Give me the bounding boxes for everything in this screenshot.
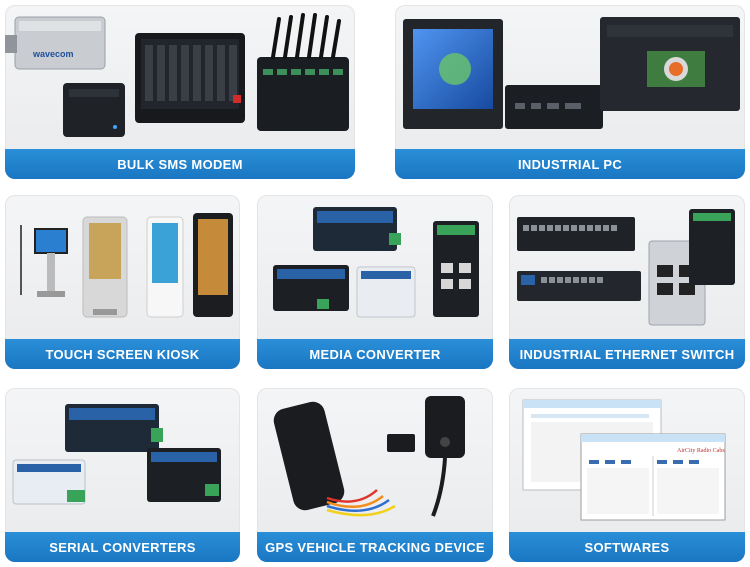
gps-vehicle-tracking-device-image (257, 388, 493, 532)
multiport-modem-box-icon (135, 33, 245, 123)
relay-icon (387, 434, 415, 452)
category-label: BULK SMS MODEM (5, 149, 355, 179)
category-label: SERIAL CONVERTERS (5, 532, 240, 562)
serial-converter-white-icon (12, 459, 86, 505)
software-screen-title: AirCity Radio Cabs (677, 448, 725, 454)
serial-converters-image (5, 388, 240, 532)
rack-switch-bottom-icon (517, 271, 641, 301)
din-switch-black-icon (689, 209, 735, 285)
category-label: TOUCH SCREEN KIOSK (5, 339, 240, 369)
gold-kiosk-icon (82, 216, 128, 318)
white-kiosk-icon (146, 216, 184, 318)
wire-harness-icon (326, 489, 396, 517)
product-card-industrial-ethernet-switch[interactable]: INDUSTRIAL ETHERNET SWITCH (509, 195, 745, 369)
product-card-media-converter[interactable]: MEDIA CONVERTER (257, 195, 493, 369)
gps-tracker-large-icon (273, 401, 345, 511)
media-converter-image (257, 195, 493, 339)
black-kiosk-icon (193, 213, 233, 317)
industrial-ethernet-switch-image (509, 195, 745, 339)
product-card-gps-vehicle-tracking-device[interactable]: GPS VEHICLE TRACKING DEVICE (257, 388, 493, 562)
gps-tracker-small-icon (425, 396, 465, 517)
category-label: GPS VEHICLE TRACKING DEVICE (257, 532, 493, 562)
software-window-front-icon: AirCity Radio Cabs (580, 433, 726, 521)
category-label: SOFTWARES (509, 532, 745, 562)
industrial-pc-image (395, 5, 745, 149)
silver-modem-icon: wavecom (5, 16, 106, 70)
modem-brand-text: wavecom (32, 49, 74, 59)
serial-converter-blue-top-icon (65, 404, 163, 452)
serial-converter-black-icon (147, 448, 221, 502)
product-card-softwares[interactable]: AirCity Radio Cabs SOFTWARES (509, 388, 745, 562)
rack-switch-top-icon (517, 217, 635, 251)
product-card-touch-screen-kiosk[interactable]: TOUCH SCREEN KIOSK (5, 195, 240, 369)
product-card-industrial-pc[interactable]: INDUSTRIAL PC (395, 5, 745, 179)
media-converter-white-icon (356, 266, 416, 318)
antenna-modem-icon (257, 13, 349, 131)
category-label: INDUSTRIAL ETHERNET SWITCH (509, 339, 745, 369)
small-kiosk-icon (20, 225, 68, 297)
rack-pc-icon (600, 17, 740, 111)
media-converter-blue-icon (313, 207, 401, 251)
black-modem-icon (63, 83, 125, 137)
product-card-serial-converters[interactable]: SERIAL CONVERTERS (5, 388, 240, 562)
touch-screen-kiosk-image (5, 195, 240, 339)
product-card-bulk-sms-modem[interactable]: wavecom (5, 5, 355, 179)
din-rail-converter-icon (433, 221, 479, 317)
panel-pc-icon (403, 19, 503, 129)
category-label: INDUSTRIAL PC (395, 149, 745, 179)
bulk-sms-modem-image: wavecom (5, 5, 355, 149)
category-label: MEDIA CONVERTER (257, 339, 493, 369)
box-pc-icon (505, 85, 603, 129)
media-converter-black-icon (273, 265, 349, 311)
softwares-image: AirCity Radio Cabs (509, 388, 745, 532)
